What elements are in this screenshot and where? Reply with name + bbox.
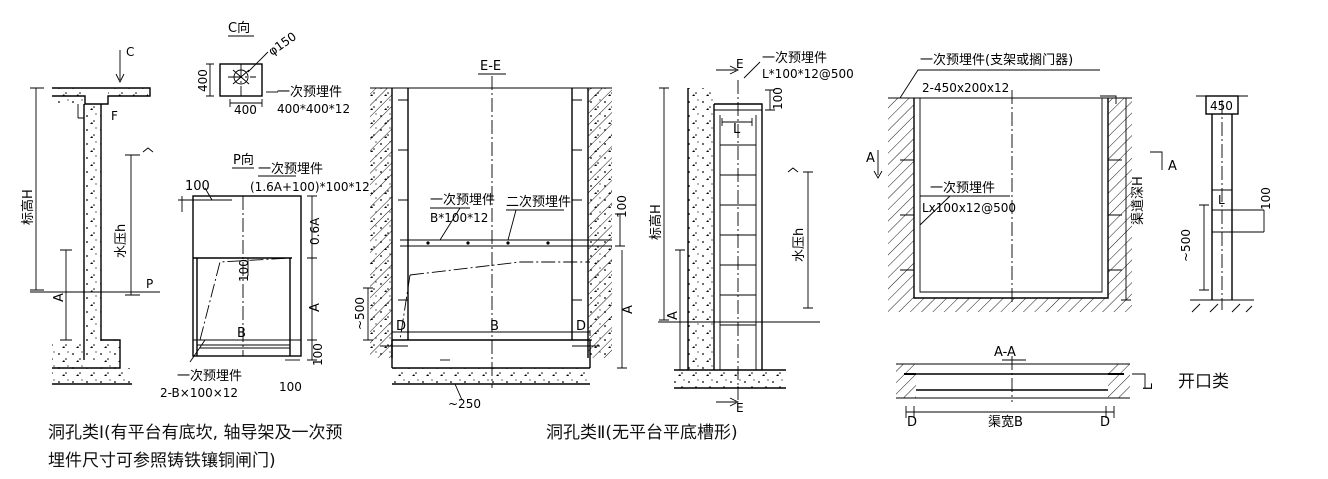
- side2-note1: 一次预埋件: [762, 50, 827, 66]
- aa-l: L: [1141, 383, 1155, 390]
- pview-b: B: [237, 326, 246, 341]
- pview-frame: [192, 195, 302, 357]
- open-note4: Lx100x12@500: [922, 201, 1016, 215]
- cview-title: C向: [228, 20, 250, 36]
- open-dim100: 100: [1259, 187, 1273, 210]
- pview-dim100-b: 100: [279, 380, 302, 394]
- side2-e-arrow-bot: [716, 397, 740, 407]
- side2-e-arrow-top: [716, 65, 740, 75]
- caption-2: 洞孔类Ⅱ(无平台平底槽形): [546, 423, 738, 443]
- pview-dim06a: 0.6A: [308, 217, 322, 245]
- open-a-arrow-right: [1150, 151, 1163, 170]
- pview-dim100-r: 100: [311, 343, 325, 366]
- fig1-a-dim: [60, 249, 72, 341]
- caption-3: 开口类: [1178, 372, 1229, 392]
- side2-note2: L*100*12@500: [762, 67, 854, 81]
- p-view: P向 100 一次预埋件 (1.6A+100)*100*12 0.6A 100 …: [160, 152, 370, 400]
- open-dim450: 450: [1210, 99, 1233, 113]
- side2-water-icon: [787, 167, 799, 173]
- fig1-wall: [84, 104, 101, 360]
- side2-shuiya: 水压h: [792, 228, 807, 262]
- side2-h-label: 标高H: [648, 204, 664, 240]
- cview-phi: φ150: [266, 29, 299, 58]
- fig1-slab-fill-r: [108, 88, 148, 96]
- aa-d2: D: [1100, 415, 1110, 430]
- side2-e-bot: E: [736, 401, 744, 415]
- ee-dim250: ~250: [448, 397, 481, 411]
- open-channel-section: 一次预埋件(支架或搁门器) 2-450x200x12 A A 一次预埋件 Lx1…: [866, 52, 1273, 430]
- fig1-a-label: A: [52, 293, 67, 302]
- aa-title: A-A: [994, 345, 1016, 360]
- ee-a: A: [621, 305, 636, 314]
- side2-e-top: E: [736, 57, 744, 71]
- fig1-f-label: F: [111, 109, 118, 123]
- pview-note4: 2-B×100×12: [160, 386, 238, 400]
- aa-width: 渠宽B: [988, 414, 1023, 430]
- pview-title: P向: [233, 152, 254, 168]
- open-note3: 一次预埋件: [930, 180, 995, 196]
- open-a-left: A: [866, 151, 875, 166]
- caption-1-line2: 埋件尺寸可参照铸铁镶铜闸门): [48, 450, 276, 471]
- fig1-side-section: C F 标高H 水压h A P: [20, 45, 160, 385]
- fig1-p-mark: P: [146, 277, 153, 291]
- ee-section: E-E 一次预埋件 B*100*1: [353, 59, 636, 411]
- c-view: C向 φ150 400 400 一次预埋件 400*400*12: [196, 20, 350, 117]
- side2-dim100: 100: [771, 87, 785, 110]
- water-level-icon: [142, 147, 154, 153]
- open-channel-outline: [913, 98, 1109, 299]
- fig1-wall-lines: [83, 104, 102, 360]
- ee-dim100: 100: [615, 195, 629, 218]
- fig1-c-arrow: [115, 50, 125, 84]
- fig1-h-dim: [30, 87, 44, 291]
- ee-note2: B*100*12: [430, 211, 488, 225]
- cview-note2: 400*400*12: [277, 102, 350, 116]
- side2-a: A: [666, 311, 681, 320]
- fig1-c-mark: C: [126, 45, 134, 59]
- open-a-arrow-left: [873, 150, 883, 179]
- open-l: L: [1218, 193, 1225, 207]
- ee-dim500: ~500: [353, 297, 367, 330]
- cview-dim-v: 400: [196, 69, 210, 92]
- cview-note1: 一次预埋件: [277, 84, 342, 100]
- fig1-shuiya: 水压h: [114, 224, 129, 258]
- side2-l: L: [733, 122, 741, 137]
- side2-section: E 一次预埋件 L*100*12@500 100 L 标高H A 水压h E: [648, 50, 854, 415]
- pview-dim100-diag: 100: [237, 259, 251, 282]
- ee-note3: 二次预埋件: [506, 194, 571, 210]
- ee-b: B: [490, 319, 499, 334]
- caption-1-line1: 洞孔类Ⅰ(有平台有底坎, 轴导架及一次预: [48, 423, 342, 443]
- ee-note1: 一次预埋件: [430, 192, 495, 208]
- cview-dim-h: 400: [234, 103, 257, 117]
- pview-note2: (1.6A+100)*100*12: [250, 180, 370, 194]
- ee-title: E-E: [480, 59, 501, 74]
- ee-d1: D: [396, 319, 406, 334]
- pview-note3: 一次预埋件: [177, 368, 242, 384]
- ee-d2: D: [576, 319, 586, 334]
- pview-a: A: [308, 303, 323, 312]
- fig1-slab-fill: [58, 88, 86, 104]
- aa-d1: D: [907, 415, 917, 430]
- pview-dim100: 100: [185, 179, 210, 194]
- open-depth: 渠道深H: [1131, 176, 1146, 225]
- open-note1: 一次预埋件(支架或搁门器): [920, 52, 1073, 68]
- fig1-h-label: 标高H: [20, 189, 36, 225]
- open-dim500: ~500: [1179, 229, 1193, 262]
- pview-note1: 一次预埋件: [258, 161, 323, 177]
- open-a-right: A: [1168, 159, 1177, 174]
- fig1-water-dim: [125, 154, 140, 296]
- open-note2: 2-450x200x12: [922, 81, 1009, 95]
